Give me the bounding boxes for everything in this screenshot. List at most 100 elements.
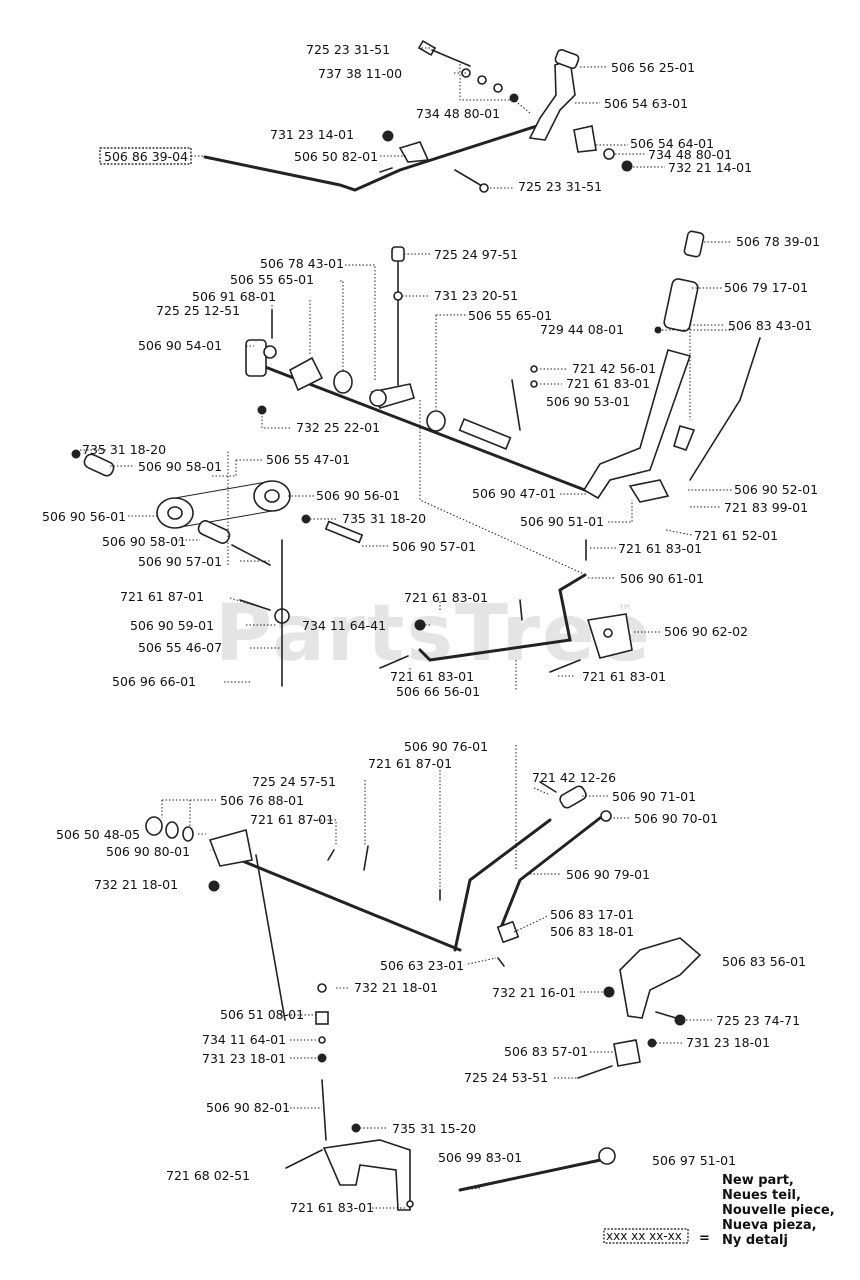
part-number-label[interactable]: 731 23 18-01 <box>686 1035 770 1050</box>
legend-line: Ny detalj <box>722 1233 788 1248</box>
part-number-label[interactable]: 732 21 18-01 <box>94 877 178 892</box>
legend-line: Nueva pieza, <box>722 1218 817 1233</box>
part-number-label[interactable]: 506 83 43-01 <box>728 318 812 333</box>
part-number-label[interactable]: 732 21 18-01 <box>354 980 438 995</box>
part-number-label[interactable]: 506 90 47-01 <box>472 486 556 501</box>
part-number-label[interactable]: 721 42 12-26 <box>532 770 616 785</box>
part-number-label[interactable]: 737 38 11-00 <box>318 66 402 81</box>
part-number-label[interactable]: 725 24 57-51 <box>252 774 336 789</box>
part-number-label[interactable]: 721 61 83-01 <box>290 1200 374 1215</box>
part-number-label[interactable]: 506 90 58-01 <box>138 459 222 474</box>
part-number-label[interactable]: 506 79 17-01 <box>724 280 808 295</box>
part-number-label[interactable]: 732 25 22-01 <box>296 420 380 435</box>
part-number-label[interactable]: 506 83 56-01 <box>722 954 806 969</box>
part-number-label[interactable]: 506 96 66-01 <box>112 674 196 689</box>
part-number-label[interactable]: 721 61 83-01 <box>618 541 702 556</box>
part-number-label[interactable]: 506 90 82-01 <box>206 1100 290 1115</box>
part-number-label[interactable]: 734 11 64-01 <box>202 1032 286 1047</box>
part-number-label[interactable]: 721 61 87-01 <box>120 589 204 604</box>
part-number-label[interactable]: 721 42 56-01 <box>572 361 656 376</box>
part-number-label[interactable]: 506 78 43-01 <box>260 256 344 271</box>
leader-lines <box>80 47 736 1209</box>
part-number-label[interactable]: 506 51 08-01 <box>220 1007 304 1022</box>
part-number-label[interactable]: 721 61 83-01 <box>566 376 650 391</box>
part-number-label[interactable]: 506 97 51-01 <box>652 1153 736 1168</box>
highlighted-part-box <box>99 147 192 165</box>
part-number-label[interactable]: 506 90 56-01 <box>42 509 126 524</box>
part-number-label[interactable]: 725 23 31-51 <box>518 179 602 194</box>
part-number-label[interactable]: 735 31 18-20 <box>342 511 426 526</box>
part-number-label[interactable]: 506 55 65-01 <box>230 272 314 287</box>
part-number-label[interactable]: 506 90 76-01 <box>404 739 488 754</box>
part-number-label[interactable]: 506 90 56-01 <box>316 488 400 503</box>
part-number-label[interactable]: 721 61 83-01 <box>390 669 474 684</box>
part-number-label[interactable]: 734 48 80-01 <box>648 147 732 162</box>
part-number-label[interactable]: 506 90 53-01 <box>546 394 630 409</box>
part-number-label[interactable]: 725 23 31-51 <box>306 42 390 57</box>
part-number-label[interactable]: 731 23 14-01 <box>270 127 354 142</box>
part-number-label[interactable]: 735 31 15-20 <box>392 1121 476 1136</box>
part-number-label[interactable]: 506 91 68-01 <box>192 289 276 304</box>
part-number-label[interactable]: 721 61 87-01 <box>250 812 334 827</box>
legend-line: Nouvelle piece, <box>722 1203 835 1218</box>
section-top-drawing <box>203 39 633 193</box>
part-number-label[interactable]: 734 11 64-41 <box>302 618 386 633</box>
part-number-label[interactable]: 506 55 46-07 <box>138 640 222 655</box>
part-number-label[interactable]: 729 44 08-01 <box>540 322 624 337</box>
part-number-label[interactable]: 721 83 99-01 <box>724 500 808 515</box>
watermark-text: PartsTree <box>215 589 652 679</box>
part-number-label[interactable]: 725 25 12-51 <box>156 303 240 318</box>
part-number-label[interactable]: 506 90 61-01 <box>620 571 704 586</box>
legend-code-box <box>603 1228 689 1244</box>
part-number-label[interactable]: 721 61 87-01 <box>368 756 452 771</box>
part-number-label[interactable]: 506 50 48-05 <box>56 827 140 842</box>
part-number-label[interactable]: 506 83 17-01 <box>550 907 634 922</box>
part-number-label[interactable]: 506 56 25-01 <box>611 60 695 75</box>
part-number-label[interactable]: 506 83 18-01 <box>550 924 634 939</box>
part-number-label[interactable]: 506 63 23-01 <box>380 958 464 973</box>
part-number-label[interactable]: 506 54 63-01 <box>604 96 688 111</box>
part-number-label[interactable]: 506 78 39-01 <box>736 234 820 249</box>
legend-line: Neues teil, <box>722 1188 801 1203</box>
section-bottom-drawing <box>145 781 702 1211</box>
part-number-label[interactable]: 506 90 58-01 <box>102 534 186 549</box>
part-number-label[interactable]: 734 48 80-01 <box>416 106 500 121</box>
part-number-label[interactable]: 506 90 80-01 <box>106 844 190 859</box>
part-number-label[interactable]: 506 76 88-01 <box>220 793 304 808</box>
part-number-label[interactable]: 506 90 54-01 <box>138 338 222 353</box>
part-number-label[interactable]: 506 90 62-02 <box>664 624 748 639</box>
part-number-label[interactable]: 506 90 57-01 <box>392 539 476 554</box>
part-number-label[interactable]: 735 31 18-20 <box>82 442 166 457</box>
part-number-label[interactable]: 506 50 82-01 <box>294 149 378 164</box>
part-number-label[interactable]: 725 24 97-51 <box>434 247 518 262</box>
part-number-label[interactable]: 732 21 14-01 <box>668 160 752 175</box>
part-number-label[interactable]: 721 61 83-01 <box>582 669 666 684</box>
legend-equals: = <box>699 1231 710 1246</box>
legend-line: New part, <box>722 1173 794 1188</box>
part-number-label[interactable]: 731 23 20-51 <box>434 288 518 303</box>
part-number-label[interactable]: 721 61 52-01 <box>694 528 778 543</box>
part-number-label[interactable]: 732 21 16-01 <box>492 985 576 1000</box>
part-number-label[interactable]: 506 55 47-01 <box>266 452 350 467</box>
part-number-label[interactable]: 506 90 70-01 <box>634 811 718 826</box>
part-number-label[interactable]: 506 90 52-01 <box>734 482 818 497</box>
part-number-label[interactable]: 506 90 59-01 <box>130 618 214 633</box>
part-number-labels: 725 23 31-51 737 38 11-00 734 48 80-01 731 … <box>42 42 820 1215</box>
part-number-label[interactable]: 506 90 51-01 <box>520 514 604 529</box>
part-number-label[interactable]: 506 90 57-01 <box>138 554 222 569</box>
part-number-label[interactable]: 725 23 74-71 <box>716 1013 800 1028</box>
part-number-label[interactable]: 731 23 18-01 <box>202 1051 286 1066</box>
part-number-label[interactable]: 506 66 56-01 <box>396 684 480 699</box>
part-number-label[interactable]: 721 68 02-51 <box>166 1168 250 1183</box>
part-number-label[interactable]: 725 24 53-51 <box>464 1070 548 1085</box>
part-number-label[interactable]: 506 90 79-01 <box>566 867 650 882</box>
highlighted-part-label[interactable]: 506 86 39-04 <box>104 149 188 164</box>
part-number-label[interactable]: 506 90 71-01 <box>612 789 696 804</box>
part-number-label[interactable]: 721 61 83-01 <box>404 590 488 605</box>
part-number-label[interactable]: 506 99 83-01 <box>438 1150 522 1165</box>
part-number-label[interactable]: 506 83 57-01 <box>504 1044 588 1059</box>
part-number-label[interactable]: 506 55 65-01 <box>468 308 552 323</box>
part-number-label[interactable]: 506 54 64-01 <box>630 136 714 151</box>
